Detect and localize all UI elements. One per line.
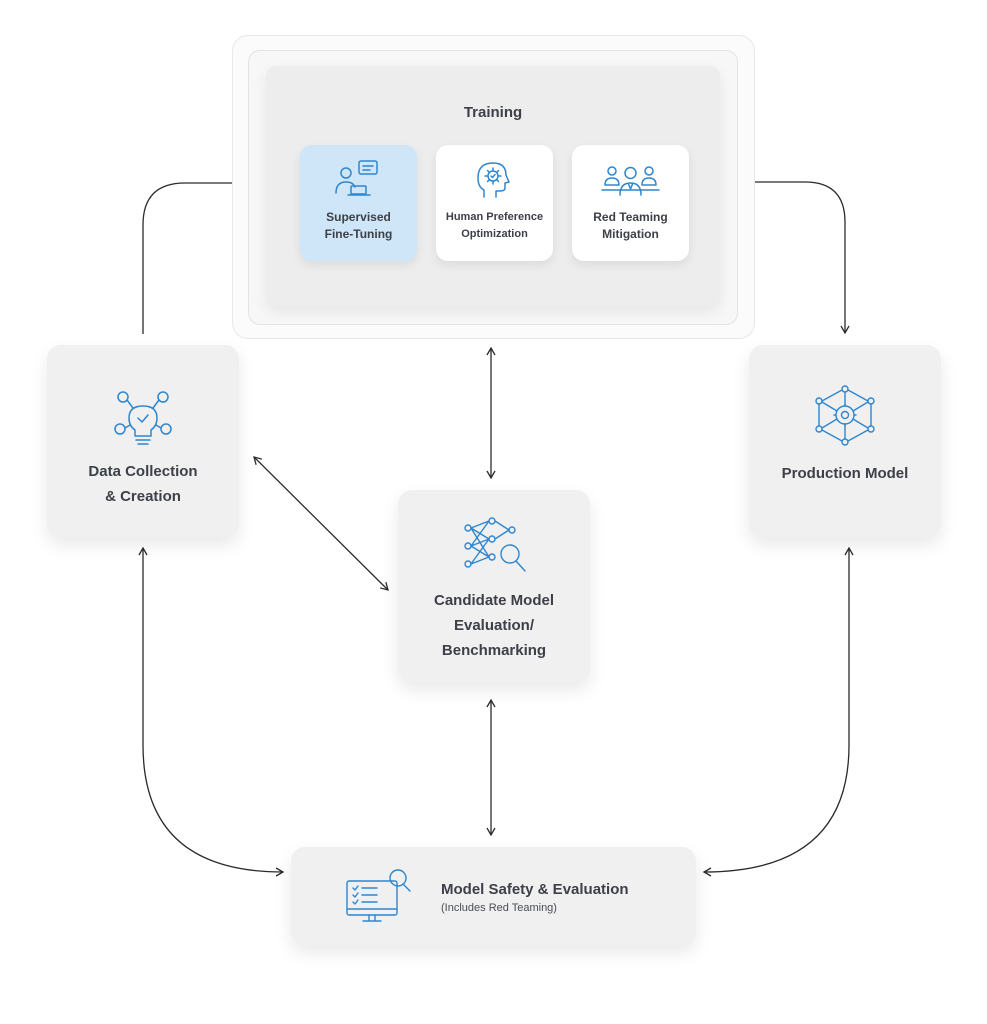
step-label-line2: Optimization <box>461 228 528 240</box>
step-label-line1: Red Teaming <box>593 210 668 224</box>
step-label-line2: Fine-Tuning <box>324 227 393 241</box>
node-data-collection[interactable]: Data Collection & Creation <box>47 345 239 537</box>
training-title: Training <box>463 104 523 121</box>
network-magnifier-icon <box>464 517 526 572</box>
monitor-checklist-magnifier-icon <box>346 869 411 922</box>
step-label-line1: Human Preference <box>445 211 544 223</box>
node-production-model[interactable]: Production Model <box>749 345 941 537</box>
person-laptop-chat-icon <box>335 160 378 196</box>
node-candidate-model[interactable]: Candidate Model Evaluation/ Benchmarking <box>398 490 590 682</box>
network-gear-icon <box>815 385 875 446</box>
head-gear-icon <box>477 162 510 198</box>
node-model-safety[interactable]: Model Safety & Evaluation (Includes Red … <box>291 847 696 945</box>
step-supervised-fine-tuning[interactable]: Supervised Fine-Tuning <box>300 145 417 261</box>
step-label-line1: Supervised <box>326 210 391 224</box>
node-label-line1: Data Collection <box>88 463 198 480</box>
node-subtitle: (Includes Red Teaming) <box>441 902 557 914</box>
step-red-teaming-mitigation[interactable]: Red Teaming Mitigation <box>572 145 689 261</box>
team-people-icon <box>601 166 660 196</box>
arrow-data-candidate <box>253 456 389 591</box>
lightbulb-network-icon <box>114 391 172 445</box>
node-title: Model Safety & Evaluation <box>441 881 629 898</box>
step-human-preference-optimization[interactable]: Human Preference Optimization <box>436 145 553 261</box>
node-label-line2: & Creation <box>105 488 181 505</box>
node-label-line2: Evaluation/ <box>453 617 535 634</box>
node-label-line3: Benchmarking <box>441 642 547 659</box>
node-label-line1: Production Model <box>781 465 909 482</box>
arrow-training-to-production <box>735 181 850 335</box>
node-label-line1: Candidate Model <box>433 592 554 609</box>
arrow-data-to-training <box>142 178 257 334</box>
arrow-data-safety <box>138 546 285 877</box>
step-label-line2: Mitigation <box>602 227 659 241</box>
arrow-production-safety <box>702 546 854 877</box>
